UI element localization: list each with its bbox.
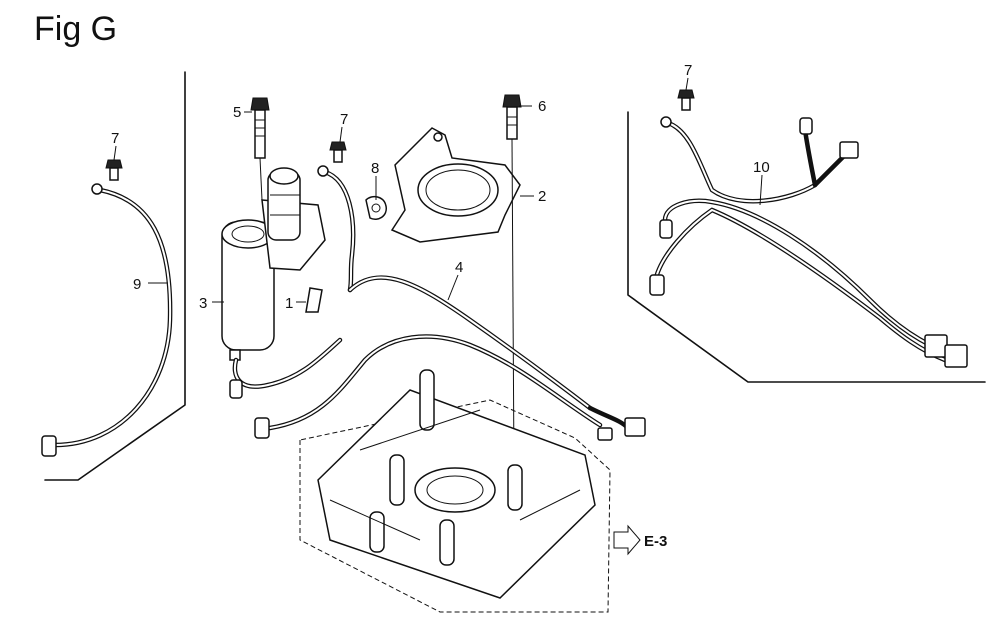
sub-harness-10	[649, 116, 968, 368]
leader-lines	[113, 77, 763, 303]
battery-cable	[41, 183, 173, 457]
callout-3: 3	[199, 295, 207, 312]
bracket-plate-2	[390, 127, 521, 243]
screw-7-center	[329, 141, 347, 163]
callout-6: 6	[538, 98, 546, 115]
engine-base-outline	[299, 369, 611, 613]
ground-lead	[317, 165, 356, 293]
clip-1	[305, 287, 323, 313]
reference-label: E-3	[644, 533, 667, 550]
callout-10: 10	[753, 159, 770, 176]
clamp-8	[365, 195, 387, 220]
callout-7-right: 7	[684, 62, 692, 79]
starter-cable	[229, 337, 343, 399]
right-panel-frame	[627, 111, 986, 383]
reference-arrow-icon	[613, 524, 641, 556]
callout-1: 1	[285, 295, 293, 312]
callout-8: 8	[371, 160, 379, 177]
bolt-6	[502, 94, 522, 471]
callout-4: 4	[455, 259, 463, 276]
starter-motor	[221, 167, 326, 361]
callout-2: 2	[538, 188, 546, 205]
screw-7-left	[105, 159, 123, 181]
screw-7-right	[677, 89, 695, 111]
wire-harness-4	[254, 275, 646, 441]
bolt-5	[250, 97, 270, 201]
left-panel-frame	[44, 71, 186, 481]
callout-7-left: 7	[111, 130, 119, 147]
figure-title: Fig G	[34, 10, 118, 48]
callout-9: 9	[133, 276, 141, 293]
callout-7-center: 7	[340, 111, 348, 128]
callout-5: 5	[233, 104, 241, 121]
